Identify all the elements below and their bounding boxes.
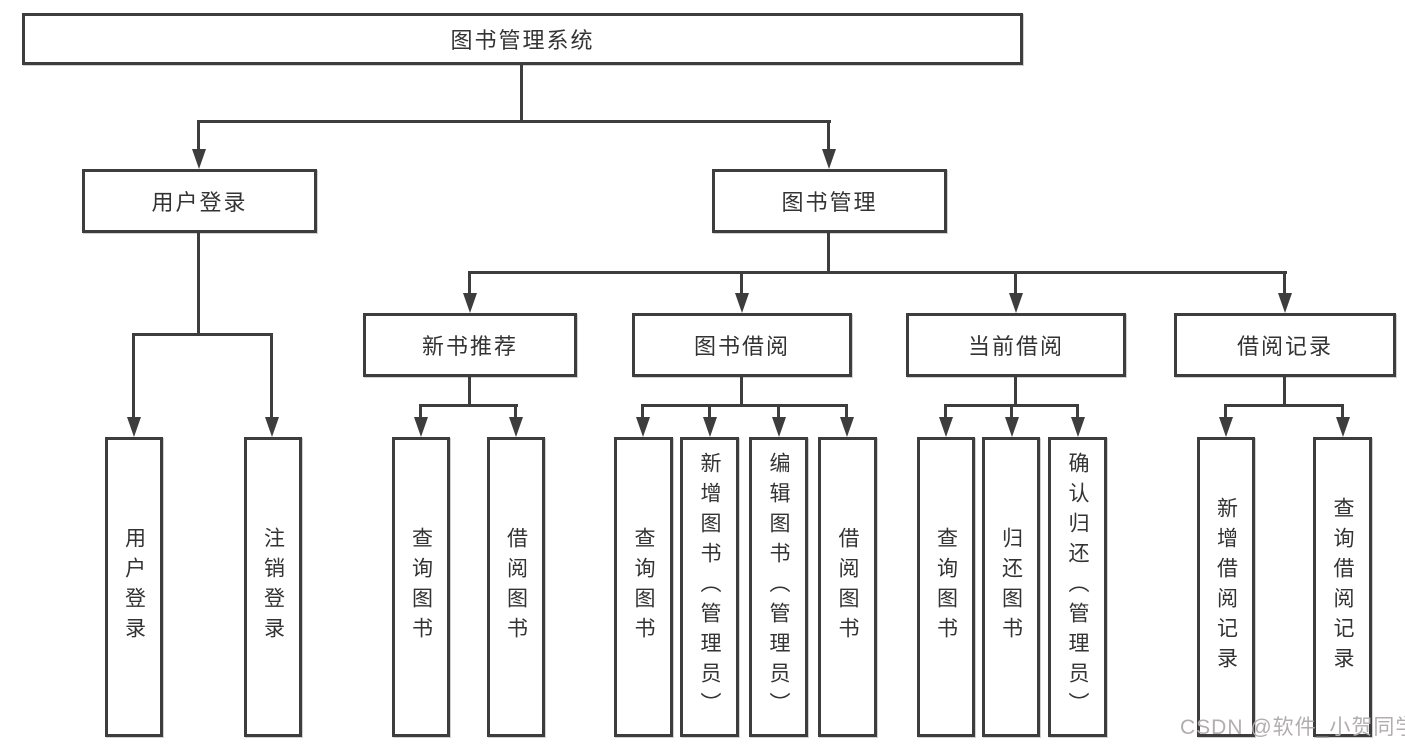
arrow-down-icon [703, 417, 717, 437]
connector-drop-new-book-recommend [468, 274, 471, 294]
connector-book-borrow-trunk [740, 377, 743, 406]
arrow-down-icon [772, 417, 786, 437]
connector-new-book-recommend-trunk [468, 377, 471, 406]
leaf-label: 用户登录 [122, 527, 146, 647]
leaf-logout: 注销登录 [244, 437, 302, 737]
node-current-borrow: 当前借阅 [906, 313, 1126, 377]
leaf-cb-query-books: 查询图书 [917, 437, 975, 737]
node-new-book-recommend: 新书推荐 [363, 313, 577, 377]
leaf-cb-return-books: 归还图书 [982, 437, 1040, 737]
leaf-label: 借阅图书 [836, 527, 859, 647]
leaf-label: 查询图书 [934, 527, 958, 647]
leaf-user-login: 用户登录 [105, 437, 163, 737]
node-borrow-records: 借阅记录 [1174, 313, 1396, 377]
leaf-label: 归还图书 [999, 527, 1023, 647]
arrow-down-icon [192, 149, 206, 169]
leaf-label: 借阅图书 [504, 527, 528, 647]
arrow-down-icon [1278, 293, 1292, 313]
arrow-down-icon [265, 417, 279, 437]
leaf-label: 确认归还（管理员） [1066, 452, 1089, 722]
leaf-label: 新增图书（管理员） [698, 452, 721, 722]
leaf-br-add-record: 新增借阅记录 [1197, 437, 1255, 737]
connector-drop-leaf [1341, 407, 1344, 418]
leaf-bb-borrow-books: 借阅图书 [818, 437, 877, 737]
connector-level3-bus [468, 271, 1287, 274]
leaf-nb-borrow-books: 借阅图书 [487, 437, 545, 737]
csdn-watermark: CSDN @软件_小贺同学 [1180, 716, 1405, 739]
arrow-down-icon [822, 149, 836, 169]
arrow-down-icon [1009, 293, 1023, 313]
leaf-cb-confirm-return-admin: 确认归还（管理员） [1048, 437, 1107, 737]
leaf-bb-query-books: 查询图书 [614, 437, 673, 737]
node-library-management-system: 图书管理系统 [22, 13, 1023, 65]
arrow-down-icon [1071, 417, 1085, 437]
connector-user-login-trunk [197, 233, 200, 335]
connector-drop-leaf [1076, 407, 1079, 418]
leaf-label: 新增借阅记录 [1214, 497, 1238, 677]
connector-root-trunk [520, 65, 523, 122]
arrow-down-icon [1219, 417, 1233, 437]
connector-book-borrow-bus [641, 404, 848, 407]
connector-current-borrow-trunk [1014, 377, 1017, 406]
leaf-label: 编辑图书（管理员） [767, 452, 790, 722]
connector-drop-leaf [944, 407, 947, 418]
leaf-nb-query-books: 查询图书 [392, 437, 450, 737]
leaf-bb-add-book-admin: 新增图书（管理员） [680, 437, 739, 737]
connector-level2-bus [197, 120, 831, 123]
arrow-down-icon [127, 417, 141, 437]
connector-drop-leaf [845, 407, 848, 418]
arrow-down-icon [840, 417, 854, 437]
leaf-label: 查询图书 [409, 527, 433, 647]
node-user-login: 用户登录 [82, 169, 317, 233]
connector-drop-leaf [641, 407, 644, 418]
arrow-down-icon [1005, 417, 1019, 437]
connector-drop-leaf-logout [270, 336, 273, 418]
connector-drop-borrow-records [1283, 274, 1286, 294]
connector-drop-leaf [708, 407, 711, 418]
node-book-management: 图书管理 [712, 169, 947, 233]
connector-drop-leaf [514, 407, 517, 418]
node-book-borrow: 图书借阅 [632, 313, 852, 377]
leaf-label: 查询图书 [632, 527, 655, 647]
leaf-label: 查询借阅记录 [1331, 497, 1354, 677]
connector-drop-book-management [827, 122, 830, 151]
arrow-down-icon [414, 417, 428, 437]
connector-user-login-bus [132, 333, 273, 336]
leaf-br-query-record: 查询借阅记录 [1313, 437, 1372, 737]
connector-borrow-records-bus [1224, 404, 1344, 407]
connector-drop-leaf-user-login [132, 336, 135, 418]
arrow-down-icon [939, 417, 953, 437]
arrow-down-icon [636, 417, 650, 437]
arrow-down-icon [735, 293, 749, 313]
arrow-down-icon [1336, 417, 1350, 437]
connector-drop-leaf [777, 407, 780, 418]
connector-drop-leaf [419, 407, 422, 418]
arrow-down-icon [463, 293, 477, 313]
connector-drop-leaf [1010, 407, 1013, 418]
connector-drop-user-login [197, 122, 200, 151]
connector-new-book-recommend-bus [419, 404, 518, 407]
connector-borrow-records-trunk [1283, 377, 1286, 406]
connector-drop-current-borrow [1014, 274, 1017, 294]
arrow-down-icon [509, 417, 523, 437]
connector-book-management-trunk [827, 233, 830, 273]
leaf-label: 注销登录 [261, 527, 285, 647]
connector-current-borrow-bus [944, 404, 1079, 407]
leaf-bb-edit-book-admin: 编辑图书（管理员） [749, 437, 808, 737]
connector-drop-leaf [1224, 407, 1227, 418]
connector-drop-book-borrow [740, 274, 743, 294]
